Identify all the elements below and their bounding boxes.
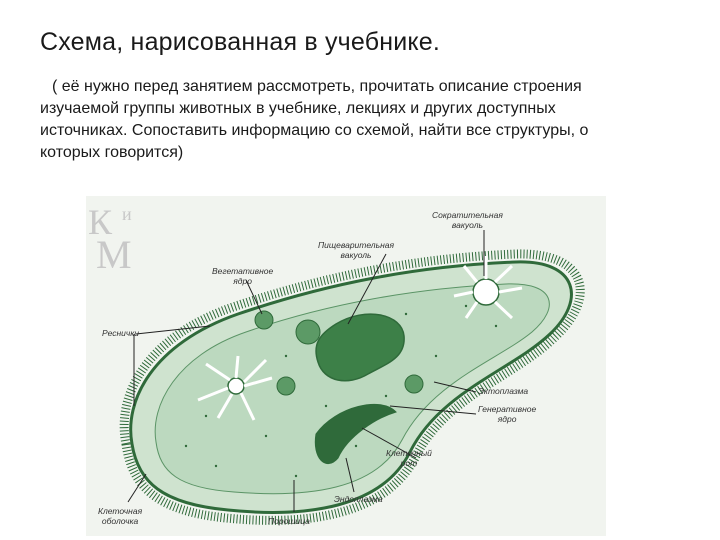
- watermark-logo: К и М: [88, 202, 132, 272]
- digestive-vacuole: [295, 319, 321, 345]
- vegetative-nucleus: [315, 313, 405, 382]
- digestive-vacuole: [254, 310, 274, 330]
- description-line: которых говорится): [40, 144, 184, 161]
- endoplasm: [154, 283, 550, 495]
- svg-text:К: К: [88, 202, 113, 242]
- paramecium-illustration: [119, 230, 585, 525]
- label-endoplasm: Эндоплазма: [334, 494, 383, 504]
- svg-text:М: М: [96, 232, 132, 272]
- digestive-vacuole: [276, 376, 296, 396]
- description-line: источниках. Сопоставить информацию со сх…: [40, 122, 589, 139]
- contractile-vacuole-left: [197, 355, 273, 421]
- description-line: изучаемой группы животных в учебнике, ле…: [40, 100, 556, 117]
- page-title: Схема, нарисованная в учебнике.: [40, 28, 441, 56]
- description-line: ( её нужно перед занятием рассмотреть, п…: [52, 78, 582, 95]
- label-powder: Порошица: [268, 516, 310, 526]
- svg-text:и: и: [122, 204, 132, 224]
- description: ( её нужно перед занятием рассмотреть, п…: [40, 76, 680, 164]
- label-cilia: Реснички: [102, 328, 140, 338]
- digestive-vacuole: [404, 374, 424, 394]
- contractile-vacuole-right: [453, 256, 523, 320]
- leader-lines: [127, 230, 485, 512]
- label-ectoplasm: Эктоплазма: [478, 386, 529, 396]
- cell-mouth: [314, 403, 397, 465]
